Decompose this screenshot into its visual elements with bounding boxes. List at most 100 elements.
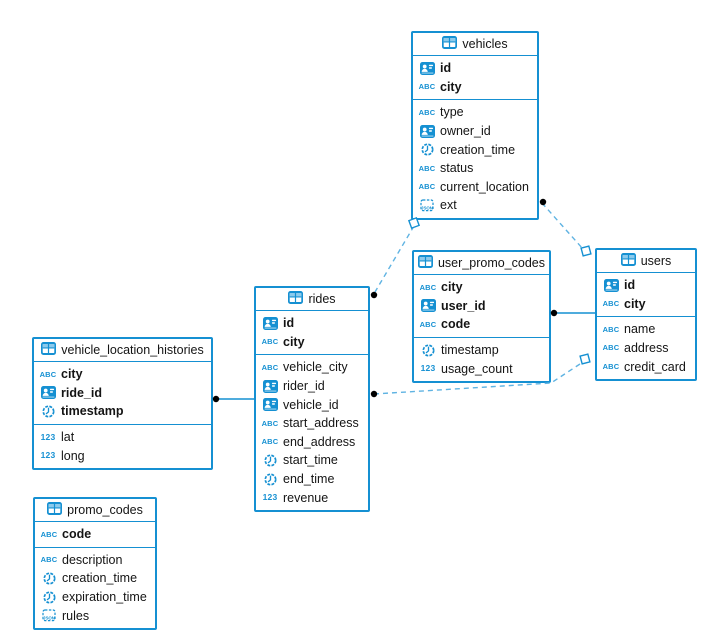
table-header[interactable]: user_promo_codes: [414, 252, 549, 275]
text-type-icon: ABC: [602, 300, 620, 308]
column-label: id: [283, 316, 295, 331]
svg-text:JSON: JSON: [421, 205, 433, 210]
json-icon: JSON: [418, 199, 436, 212]
column-label: creation_time: [440, 142, 516, 157]
clock-icon: [261, 472, 279, 486]
table-header[interactable]: rides: [256, 288, 368, 311]
column-ride_id[interactable]: ride_id: [34, 384, 211, 403]
svg-text:JSON: JSON: [43, 616, 55, 621]
column-end_time[interactable]: end_time: [256, 470, 368, 489]
text-type-glyph: ABC: [602, 324, 620, 334]
column-start_time[interactable]: start_time: [256, 451, 368, 470]
clock-icon: [418, 143, 436, 156]
column-label: current_location: [440, 179, 529, 194]
text-type-icon: ABC: [261, 438, 279, 446]
column-label: owner_id: [440, 124, 491, 139]
column-expiration_time[interactable]: expiration_time: [35, 588, 155, 607]
table-title: promo_codes: [67, 503, 143, 517]
table-title: user_promo_codes: [437, 256, 545, 270]
column-vehicle_id[interactable]: vehicle_id: [256, 395, 368, 414]
text-type-glyph: ABC: [40, 529, 58, 539]
column-timestamp[interactable]: timestamp: [414, 341, 549, 360]
column-user_id[interactable]: user_id: [414, 297, 549, 316]
column-rules[interactable]: JSON rules: [35, 606, 155, 625]
clock-icon: [39, 405, 57, 418]
table-header[interactable]: vehicles: [413, 33, 537, 56]
column-label: timestamp: [61, 404, 124, 419]
column-label: rules: [62, 608, 90, 623]
column-label: description: [62, 552, 123, 567]
table-header[interactable]: promo_codes: [35, 499, 155, 522]
column-label: address: [624, 341, 669, 356]
text-type-glyph: ABC: [261, 362, 279, 372]
column-rider_id[interactable]: rider_id: [256, 377, 368, 396]
column-creation_time[interactable]: creation_time: [35, 569, 155, 588]
relationship-endpoint-square: [580, 245, 592, 257]
text-type-glyph: ABC: [419, 319, 437, 329]
relationship-endpoint-square: [579, 353, 591, 365]
table-icon: [47, 502, 63, 518]
table-icon: [620, 253, 636, 269]
column-label: code: [62, 527, 92, 542]
column-label: id: [624, 278, 636, 293]
table-header[interactable]: users: [597, 250, 695, 273]
text-type-glyph: ABC: [418, 163, 436, 173]
column-timestamp[interactable]: timestamp: [34, 402, 211, 421]
number-type-icon: 123: [261, 493, 279, 502]
column-label: end_time: [283, 472, 335, 487]
column-label: vehicle_id: [283, 397, 339, 412]
column-id[interactable]: id: [413, 59, 537, 78]
column-label: usage_count: [441, 361, 513, 376]
relationship-vehicles-rides[interactable]: [374, 225, 415, 293]
table-header[interactable]: vehicle_location_histories: [34, 339, 211, 362]
column-label: city: [440, 79, 462, 94]
text-type-icon: ABC: [602, 363, 620, 371]
column-id[interactable]: id: [256, 314, 368, 333]
id-badge-icon: [261, 316, 279, 330]
column-owner_id[interactable]: owner_id: [413, 122, 537, 141]
column-usage_count[interactable]: 123 usage_count: [414, 359, 549, 378]
column-label: timestamp: [441, 343, 499, 358]
column-id[interactable]: id: [597, 276, 695, 295]
column-code[interactable]: ABC code: [35, 525, 155, 544]
text-type-glyph: ABC: [602, 299, 620, 309]
relationship-rides-users[interactable]: [373, 361, 584, 395]
relationship-vehicles-users[interactable]: [541, 202, 584, 250]
relationship-endpoint-square: [407, 216, 421, 230]
column-label: city: [61, 367, 83, 382]
table-icon: [41, 342, 57, 358]
text-type-icon: ABC: [419, 284, 437, 292]
column-creation_time[interactable]: creation_time: [413, 140, 537, 159]
table-icon: [288, 291, 304, 307]
number-type-icon: 123: [419, 364, 437, 373]
text-type-icon: ABC: [418, 109, 436, 117]
